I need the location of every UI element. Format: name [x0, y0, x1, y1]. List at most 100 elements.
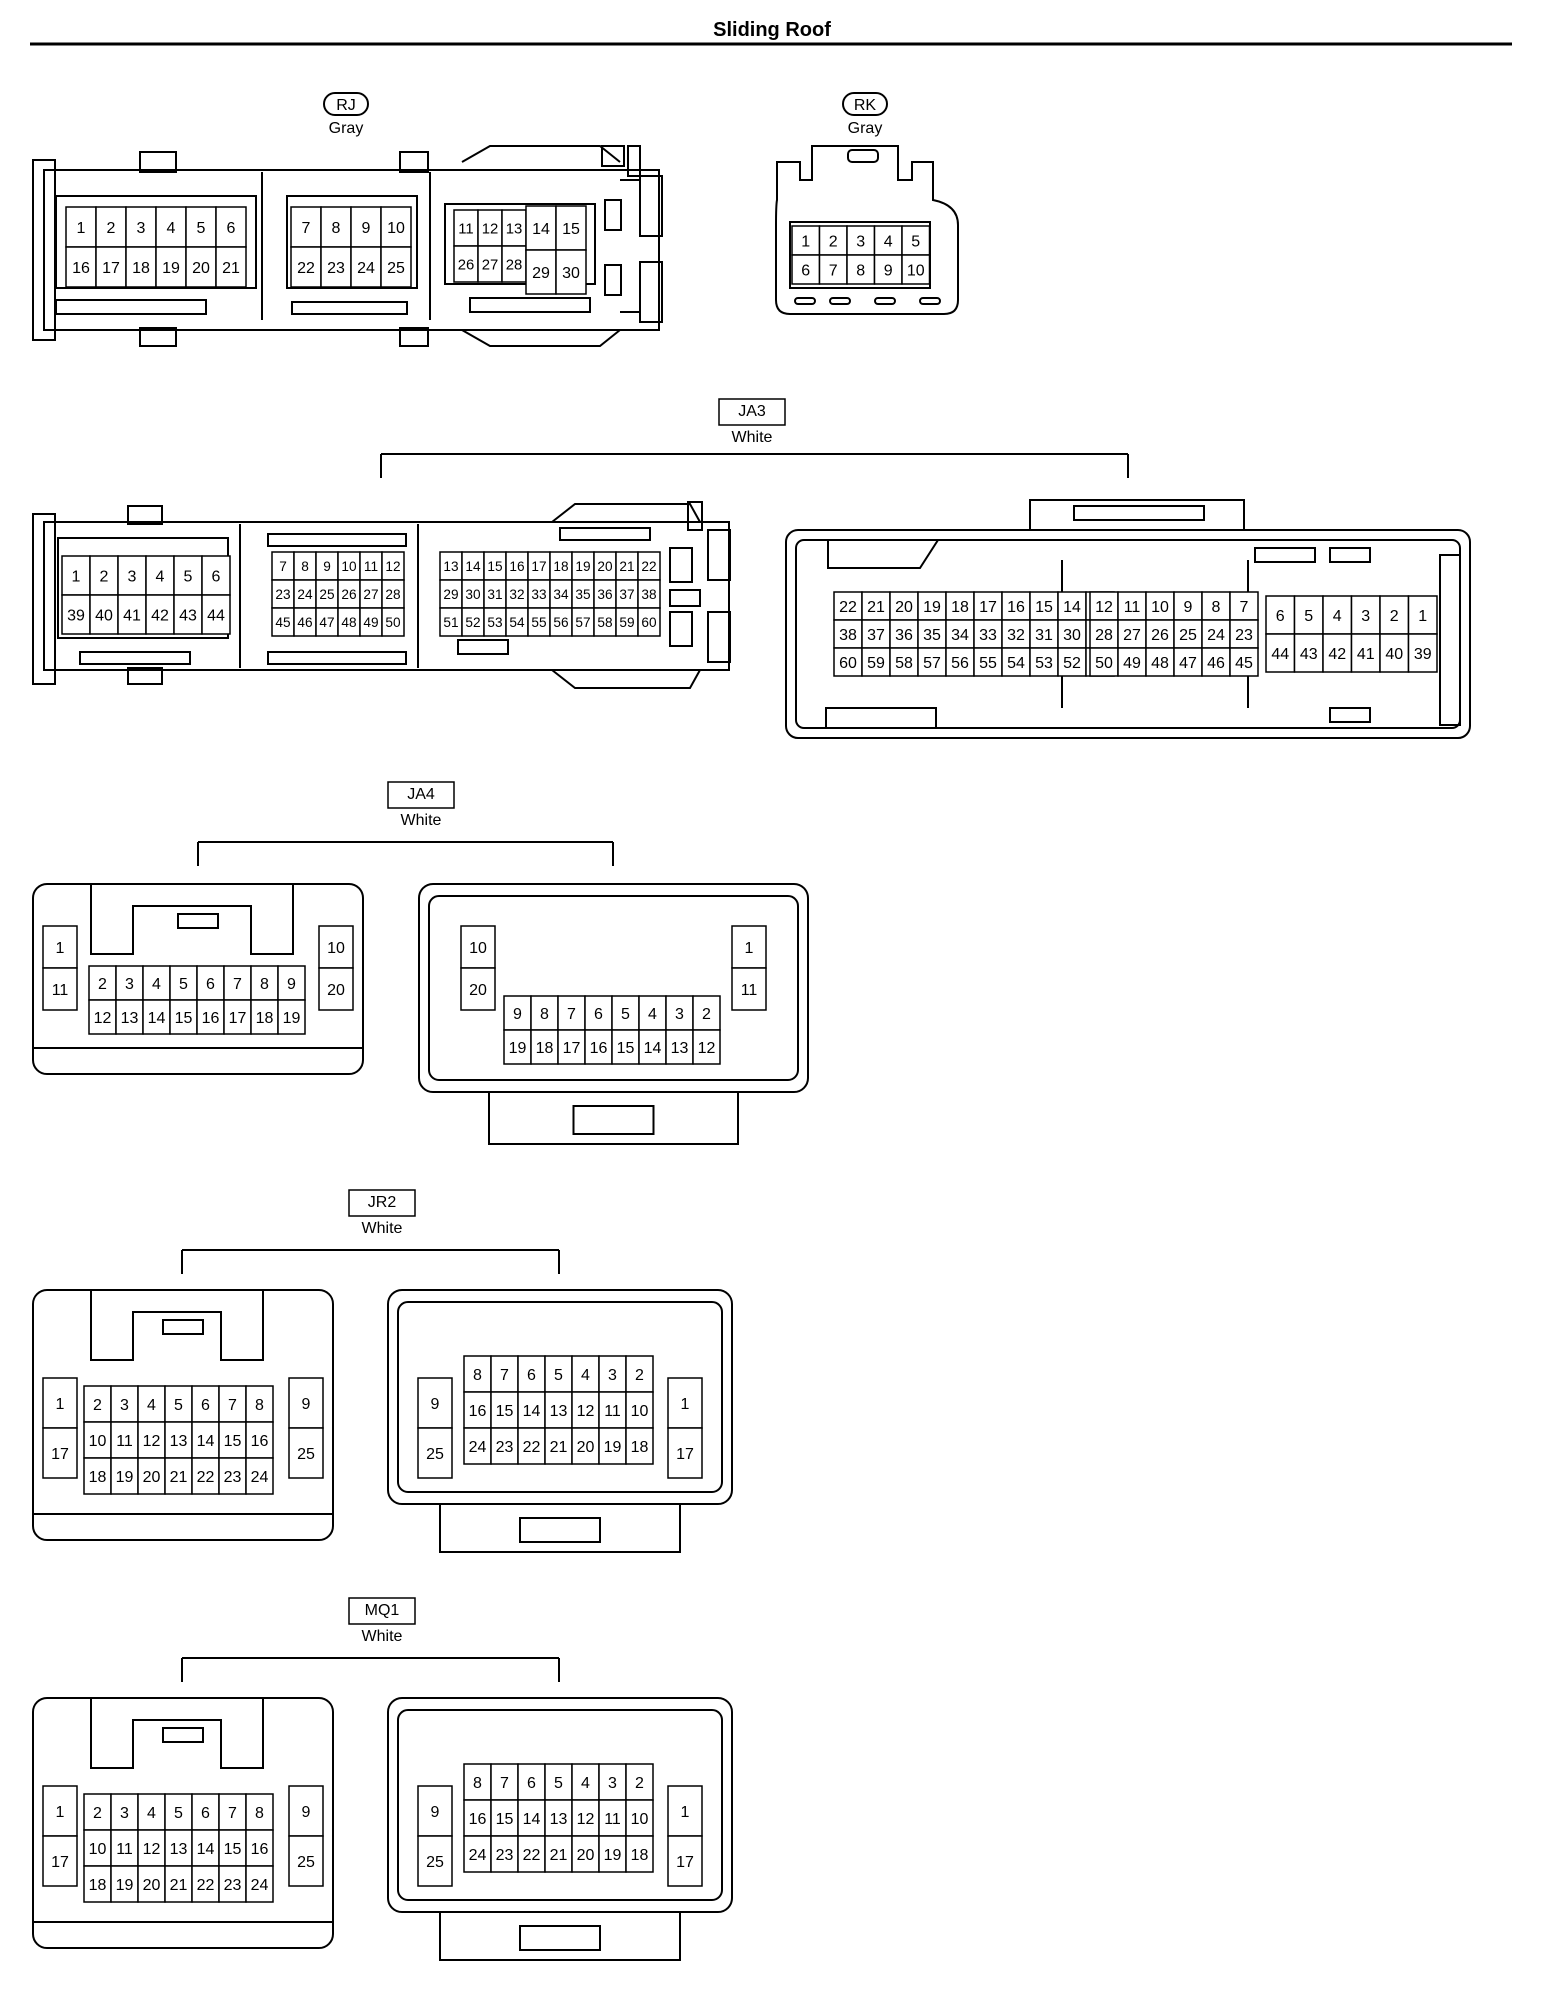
pin-cell: [380, 246, 412, 288]
pin-cell: [544, 1763, 573, 1801]
pin-number: 28: [1095, 627, 1113, 644]
pin-number: 19: [509, 1040, 527, 1057]
terminal-block: [286, 195, 418, 289]
pin-cell: [288, 1427, 324, 1479]
pin-number: 56: [553, 615, 568, 630]
pin-number: 19: [116, 1877, 134, 1894]
pin-cell: [1229, 619, 1259, 649]
pin-number: 6: [527, 1775, 536, 1792]
pin-number: 3: [856, 233, 865, 250]
pin-number: 19: [116, 1469, 134, 1486]
pin-number: 19: [923, 599, 941, 616]
pin-number: 2: [1390, 608, 1399, 625]
pin-number: 10: [89, 1433, 107, 1450]
housing-outline: [687, 501, 703, 531]
pin-cell: [1293, 633, 1324, 673]
pin-number: 8: [540, 1006, 549, 1023]
pin-number: 12: [94, 1010, 112, 1027]
pin-cell: [288, 1835, 324, 1887]
pin-number: 35: [575, 587, 590, 602]
pin-cell: [185, 246, 217, 288]
pin-number: 39: [67, 607, 85, 624]
housing-outline: [707, 529, 731, 581]
pin-number: 6: [212, 568, 221, 585]
pin-cell: [65, 246, 97, 288]
pin-cell: [110, 1829, 139, 1867]
housing-outline: [1073, 505, 1205, 521]
pin-number: 14: [523, 1811, 541, 1828]
pin-number: 10: [387, 220, 405, 237]
pin-cell: [1117, 647, 1147, 677]
pin-number: 6: [1276, 608, 1285, 625]
housing-outline: [127, 667, 163, 685]
housing-slot: [794, 297, 816, 305]
pin-number: 40: [95, 607, 113, 624]
housing-outline: [43, 521, 730, 671]
pin-number: 9: [431, 1396, 440, 1413]
housing-outline: [669, 547, 693, 583]
housing-outline: [601, 145, 625, 167]
connector-id: RJ: [336, 97, 356, 114]
pin-number: 8: [332, 220, 341, 237]
pin-number: 6: [801, 262, 810, 279]
pin-cell: [380, 206, 412, 248]
pin-number: 55: [979, 655, 997, 672]
pin-cell: [460, 967, 496, 1011]
pin-number: 14: [148, 1010, 166, 1027]
pin-number: 16: [251, 1841, 269, 1858]
pin-cell: [42, 1377, 78, 1429]
pin-number: 5: [621, 1006, 630, 1023]
pin-number: 2: [702, 1006, 711, 1023]
pin-number: 5: [179, 976, 188, 993]
connector-id: JA4: [407, 786, 435, 803]
pin-number: 10: [907, 262, 925, 279]
pin-number: 23: [275, 587, 290, 602]
pin-cell: [89, 555, 119, 596]
pin-cell: [1117, 591, 1147, 621]
pin-number: 39: [1414, 646, 1432, 663]
pin-number: 1: [801, 233, 810, 250]
pin-number: 27: [482, 257, 499, 273]
pin-number: 22: [197, 1877, 215, 1894]
pin-number: 17: [229, 1010, 247, 1027]
pin-cell: [1229, 647, 1259, 677]
pin-cell: [42, 967, 78, 1011]
pin-number: 12: [482, 221, 499, 237]
pin-number: 7: [302, 220, 311, 237]
pin-number: 15: [617, 1040, 635, 1057]
pin-cell: [667, 1835, 703, 1887]
pin-cell: [42, 925, 78, 969]
pin-cell: [245, 1385, 274, 1423]
pin-number: 35: [923, 627, 941, 644]
housing-outline: [439, 1911, 681, 1961]
pin-cell: [584, 1029, 613, 1065]
connector-id-badge: [842, 92, 888, 116]
pin-number: 2: [93, 1805, 102, 1822]
pin-number: 19: [575, 559, 590, 574]
pin-cell: [61, 594, 91, 635]
pin-number: 3: [1361, 608, 1370, 625]
pin-number: 18: [89, 1877, 107, 1894]
pin-number: 13: [170, 1841, 188, 1858]
pin-cell: [692, 995, 721, 1031]
pin-number: 27: [363, 587, 378, 602]
pin-number: 28: [385, 587, 400, 602]
housing-outline: [461, 145, 621, 163]
pin-cell: [665, 1029, 694, 1065]
pin-cell: [731, 925, 767, 969]
terminal-block: [444, 203, 596, 285]
pin-number: 1: [681, 1804, 690, 1821]
pin-cell: [571, 1835, 600, 1873]
pin-cell: [288, 1785, 324, 1837]
pin-number: 13: [506, 221, 523, 237]
pin-number: 23: [327, 260, 345, 277]
connector-id-badge: [348, 1189, 416, 1217]
pin-cell: [83, 1865, 112, 1903]
pin-cell: [1145, 591, 1175, 621]
pin-number: 8: [255, 1397, 264, 1414]
pin-number: 52: [465, 615, 480, 630]
housing-outline: [139, 327, 177, 347]
